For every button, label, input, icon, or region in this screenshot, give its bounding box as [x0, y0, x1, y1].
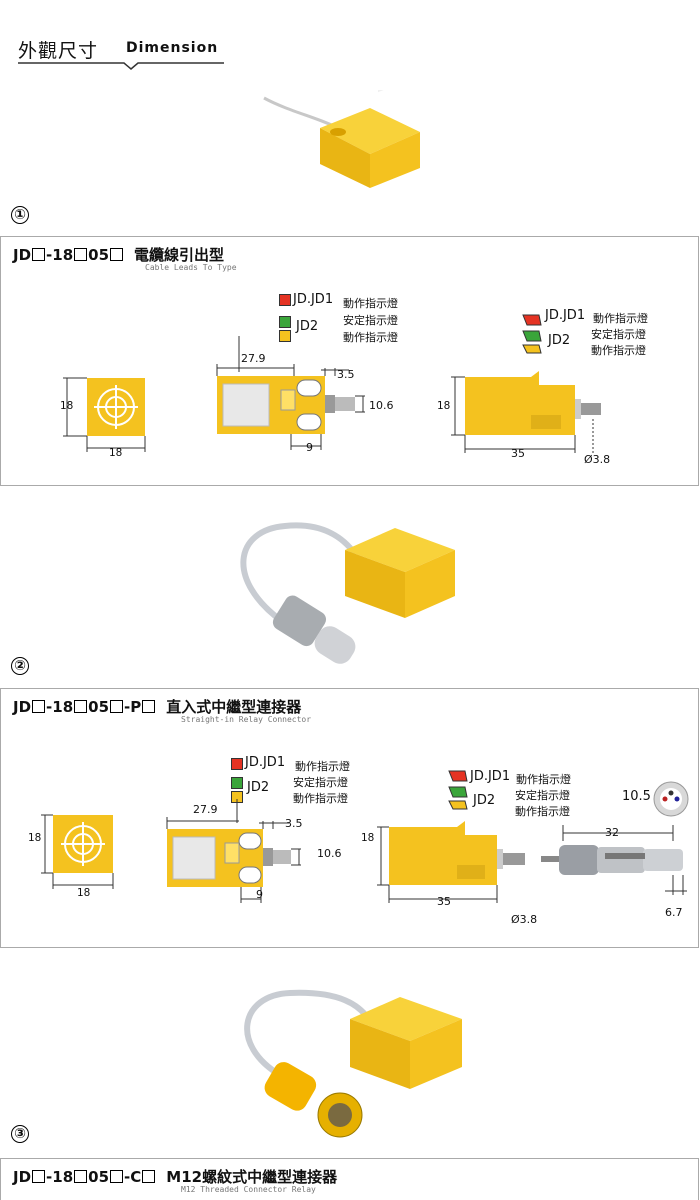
connector-length-dim: 32 [605, 826, 619, 839]
side-action-label: 動作指示燈 [593, 312, 648, 325]
top-slot-dim: 3.5 [337, 368, 355, 381]
product-photo-relay [240, 522, 455, 664]
model-mid1: -18 [46, 698, 74, 716]
top-view-drawing [216, 336, 365, 450]
connector-diameter-dim: 10.5 [622, 789, 651, 804]
jd2-label: JD2 [296, 319, 319, 334]
model-mid2: 05 [88, 698, 110, 716]
side-led-icons [448, 770, 468, 810]
side-action-label-2: 動作指示燈 [515, 805, 570, 818]
front-view-drawing [41, 814, 114, 889]
yellow-led-icon [279, 330, 291, 342]
front-height-dim: 18 [60, 400, 74, 412]
connector-side-drawing [541, 825, 687, 895]
side-length-dim: 35 [511, 447, 525, 460]
top-slot-dim: 3.5 [285, 817, 303, 830]
connector-tail-dim: 6.7 [665, 906, 683, 919]
panel-straight-relay: JD -18 05 -P 直入式中繼型連接器 Straight-in Relay Con… [0, 688, 699, 948]
top-length-dim: 27.9 [241, 352, 266, 365]
front-view-drawing [63, 377, 146, 452]
side-length-dim: 35 [437, 895, 451, 908]
model-prefix: JD [13, 246, 32, 264]
title-zh: 直入式中繼型連接器 [166, 698, 302, 716]
section-header: 外觀尺寸 Dimension [18, 36, 224, 70]
stable-indicator-label: 安定指示燈 [343, 314, 398, 327]
header-title-en: Dimension [126, 40, 219, 56]
jd2-label: JD2 [247, 780, 270, 795]
side-jd-jd1-label: JD.JD1 [470, 769, 511, 784]
model-mid1: -18 [46, 1168, 74, 1186]
panel-title: JD -18 05 -C M12螺紋式中繼型連接器 [13, 1166, 337, 1187]
front-width-dim: 18 [77, 887, 91, 899]
panel-title: JD -18 05 電纜線引出型 [13, 244, 224, 265]
side-jd2-label: JD2 [548, 333, 571, 348]
side-view-drawing [451, 371, 601, 453]
subtitle-en: Cable Leads To Type [145, 263, 237, 272]
side-led-icons [522, 314, 542, 354]
front-width-dim: 18 [109, 447, 123, 459]
model-mid1: -18 [46, 246, 74, 264]
side-jd-jd1-label: JD.JD1 [545, 308, 586, 323]
header-title-zh: 外觀尺寸 [18, 40, 99, 62]
connector-pin-icon [653, 781, 689, 817]
model-suffix: -P [124, 698, 142, 716]
red-led-icon [279, 294, 291, 306]
green-led-icon [231, 777, 243, 789]
side-action-label-2: 動作指示燈 [591, 344, 646, 357]
red-led-icon [231, 758, 243, 770]
action-indicator-label: 動作指示燈 [343, 297, 398, 310]
subtitle-en: Straight-in Relay Connector [181, 715, 312, 724]
top-bottom-dim: 9 [256, 888, 263, 901]
stable-indicator-label: 安定指示燈 [293, 776, 348, 789]
product-photo-m12 [244, 989, 462, 1138]
side-cable-dim: Ø3.8 [511, 913, 538, 926]
side-height-dim: 18 [361, 832, 375, 844]
top-cable-dim: 10.6 [317, 847, 342, 860]
title-zh: M12螺紋式中繼型連接器 [166, 1168, 338, 1186]
jd-jd1-label: JD.JD1 [293, 292, 334, 307]
item-number-1: ① [11, 206, 29, 224]
side-stable-label: 安定指示燈 [515, 789, 570, 802]
top-view-drawing [166, 799, 301, 903]
model-prefix: JD [13, 698, 32, 716]
side-action-label: 動作指示燈 [516, 773, 571, 786]
model-prefix: JD [13, 1168, 32, 1186]
side-height-dim: 18 [437, 400, 451, 412]
top-length-dim: 27.9 [193, 803, 218, 816]
action-indicator-label-2: 動作指示燈 [343, 331, 398, 344]
top-bottom-dim: 9 [306, 441, 313, 454]
action-indicator-label-2: 動作指示燈 [293, 792, 348, 805]
item-number-2: ② [11, 657, 29, 675]
panel-m12-relay: JD -18 05 -C M12螺紋式中繼型連接器 M12 Threaded Conne… [0, 1158, 699, 1200]
jd-jd1-label: JD.JD1 [245, 755, 286, 770]
title-zh: 電纜線引出型 [134, 246, 225, 264]
green-led-icon [279, 316, 291, 328]
model-suffix: -C [124, 1168, 142, 1186]
front-height-dim: 18 [28, 832, 42, 844]
panel-title: JD -18 05 -P 直入式中繼型連接器 [13, 696, 301, 717]
product-photo-cable [263, 90, 420, 188]
subtitle-en: M12 Threaded Connector Relay [181, 1185, 316, 1194]
side-stable-label: 安定指示燈 [591, 328, 646, 341]
action-indicator-label: 動作指示燈 [295, 760, 350, 773]
top-cable-dim: 10.6 [369, 399, 394, 412]
model-mid2: 05 [88, 246, 110, 264]
model-mid2: 05 [88, 1168, 110, 1186]
side-view-drawing [377, 821, 525, 903]
panel-cable-leads: JD -18 05 電纜線引出型 Cable Leads To Type JD.JD1… [0, 236, 699, 486]
header-underline [18, 62, 224, 70]
item-number-3: ③ [11, 1125, 29, 1143]
side-jd2-label: JD2 [473, 793, 496, 808]
side-cable-dim: Ø3.8 [584, 453, 611, 466]
